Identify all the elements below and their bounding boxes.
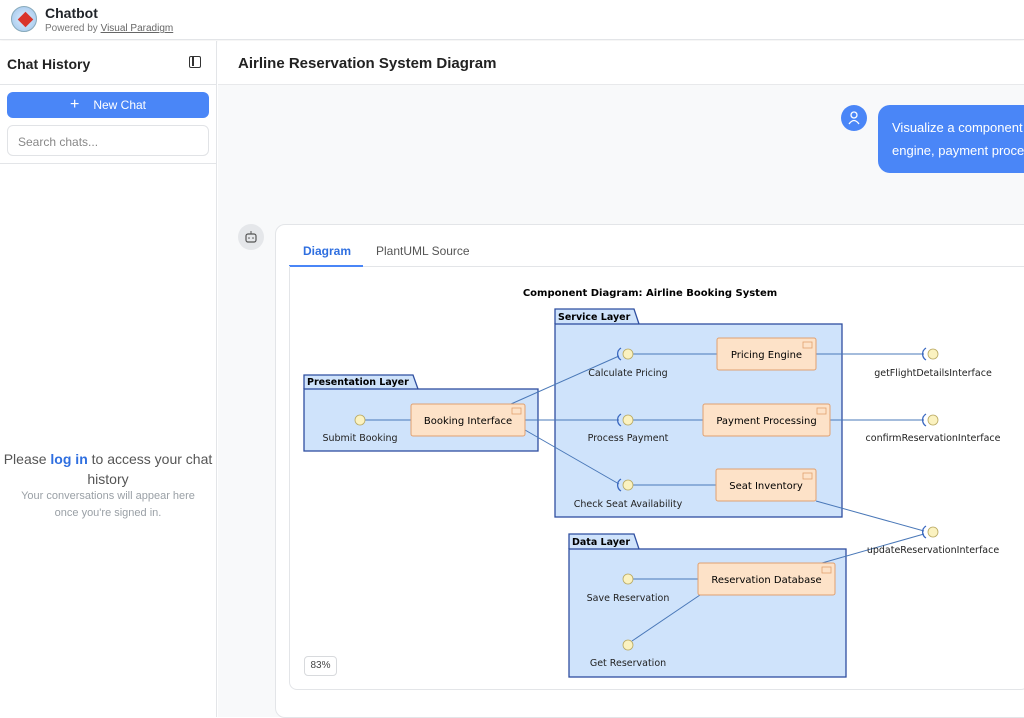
login-post: to access your chat history (87, 451, 213, 487)
socket-icon (922, 525, 927, 539)
component[interactable]: Payment Processing (702, 403, 831, 437)
package-data-layer[interactable]: Data Layer (568, 533, 847, 678)
interface[interactable]: Get Reservation (590, 639, 666, 669)
interface-label: confirmReservationInterface (866, 433, 1001, 444)
component-label: Reservation Database (711, 575, 821, 586)
main-header: Airline Reservation System Diagram (218, 41, 1024, 85)
component-label: Seat Inventory (729, 481, 803, 492)
socket-icon (922, 413, 927, 427)
interface-label: updateReservationInterface (867, 545, 1000, 556)
socket-icon (922, 347, 927, 361)
bot-avatar-icon (238, 224, 264, 250)
component-icon (802, 341, 813, 349)
sidebar-header: Chat History (0, 41, 216, 85)
connector (524, 429, 620, 485)
diagram-title: Component Diagram: Airline Booking Syste… (523, 288, 777, 299)
new-chat-button[interactable]: + New Chat (7, 92, 209, 118)
sidebar-title: Chat History (7, 56, 91, 72)
interface[interactable]: Calculate Pricing (588, 347, 668, 379)
interface-label: Submit Booking (322, 433, 397, 444)
interface-label: Check Seat Availability (574, 499, 683, 510)
page-title: Airline Reservation System Diagram (238, 55, 497, 72)
sidebar: Chat History + New Chat Search chats... P… (0, 41, 217, 717)
connector (510, 355, 620, 405)
login-pre: Please (3, 451, 47, 467)
divider (0, 163, 216, 164)
sidebar-toggle-icon[interactable] (189, 56, 201, 68)
login-link[interactable]: log in (50, 451, 88, 467)
socket-icon (617, 413, 622, 427)
interface[interactable]: confirmReservationInterface (866, 413, 1001, 444)
interface[interactable]: Process Payment (588, 413, 669, 444)
interface-label: Save Reservation (587, 593, 670, 604)
component-label: Pricing Engine (731, 350, 802, 361)
connector (815, 500, 925, 532)
package-label: Data Layer (572, 537, 630, 548)
user-message: Visualize a component engine, payment pro… (878, 105, 1024, 173)
user-message-line: Visualize a component (892, 120, 1023, 135)
connectors (365, 353, 925, 642)
interface-label: getFlightDetailsInterface (874, 368, 992, 379)
interface[interactable]: updateReservationInterface (867, 525, 1000, 556)
new-chat-label: New Chat (93, 98, 147, 112)
login-subtext: Your conversations will appear here once… (21, 490, 195, 519)
tab-diagram[interactable]: Diagram (303, 244, 352, 258)
component[interactable]: Pricing Engine (716, 337, 817, 371)
connector (821, 533, 925, 564)
login-prompt: Please log in to access your chat histor… (0, 449, 216, 489)
interface[interactable]: Check Seat Availability (574, 478, 683, 510)
top-bar: Chatbot Powered by Visual Paradigm (0, 0, 1024, 40)
component-label: Booking Interface (424, 416, 512, 427)
user-avatar-icon (841, 105, 867, 131)
component-icon (802, 472, 813, 480)
plus-icon: + (69, 96, 80, 113)
component-icon (511, 407, 522, 415)
interface-label: Calculate Pricing (588, 368, 667, 379)
tab-plantuml-source[interactable]: PlantUML Source (376, 244, 470, 258)
interface[interactable]: Save Reservation (587, 573, 670, 604)
component-icon (816, 407, 827, 415)
interface-label: Process Payment (588, 433, 669, 444)
component-label: Payment Processing (716, 416, 816, 427)
visual-paradigm-logo (11, 6, 37, 32)
powered-by: Powered by Visual Paradigm (45, 23, 173, 34)
component[interactable]: Reservation Database (697, 562, 836, 596)
visual-paradigm-link[interactable]: Visual Paradigm (100, 23, 174, 34)
diagram-panel (289, 266, 1024, 690)
user-message-line: engine, payment proce (892, 143, 1024, 158)
package-label: Service Layer (558, 312, 631, 323)
interface-label: Get Reservation (590, 658, 666, 669)
package-label: Presentation Layer (307, 377, 409, 388)
socket-icon (617, 478, 622, 492)
search-input[interactable]: Search chats... (7, 125, 209, 156)
app-title: Chatbot (45, 5, 98, 21)
socket-icon (617, 347, 622, 361)
interface[interactable]: getFlightDetailsInterface (874, 347, 992, 379)
component[interactable]: Seat Inventory (715, 468, 817, 502)
component[interactable]: Booking Interface (410, 403, 526, 437)
connector (631, 594, 701, 642)
component-icon (821, 566, 832, 574)
diagram-canvas[interactable]: Component Diagram: Airline Booking Syste… (300, 278, 1010, 682)
zoom-level-badge[interactable]: 83% (304, 656, 337, 676)
tabs-divider (289, 266, 1024, 267)
interface[interactable]: Submit Booking (322, 414, 398, 444)
powered-prefix: Powered by (45, 23, 98, 34)
active-tab-indicator (289, 265, 363, 267)
